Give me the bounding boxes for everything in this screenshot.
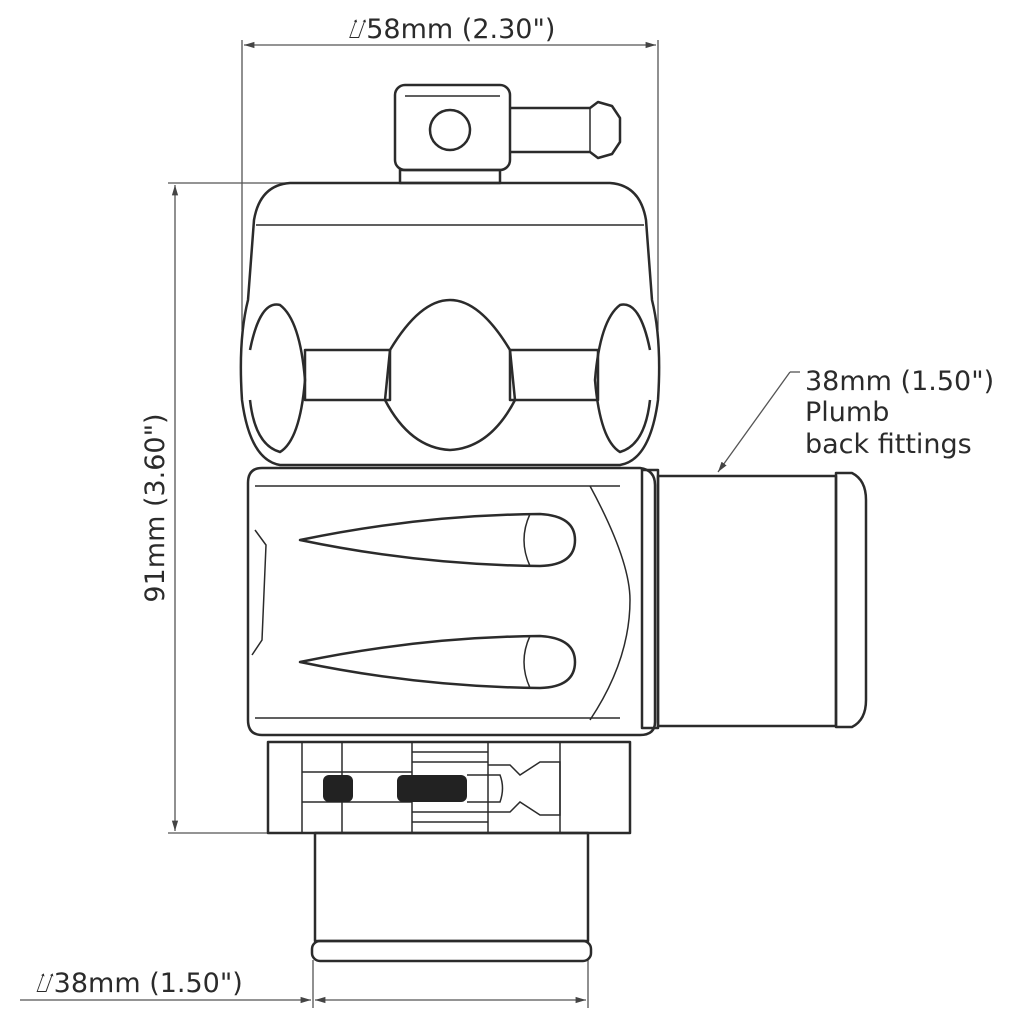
inlet-diameter-dimension: ⌰38mm (1.50") [20,960,589,1008]
clamp-band [266,740,632,835]
outlet-pipe [640,468,868,730]
height-label: 91mm (3.60") [140,413,171,602]
outlet-label-line3: back fittings [805,429,972,460]
height-dimension: 91mm (3.60") [140,182,290,834]
outlet-label-line2: Plumb [805,397,889,428]
inlet-pipe [310,831,593,963]
vacuum-fitting [393,83,622,185]
outlet-label-line1: 38mm (1.50") [805,366,994,397]
outlet-callout: 38mm (1.50") Plumb back fittings [717,366,994,473]
inlet-diameter-label: ⌰38mm (1.50") [36,968,243,999]
valve-body [246,466,657,737]
clamp-screw-thread [323,775,353,802]
valve-cap [239,181,661,467]
top-diameter-label: ⌰58mm (2.30") [349,14,556,45]
top-diameter-dimension: ⌰58mm (2.30") [241,14,659,330]
clamp-screw-thread [397,775,467,802]
